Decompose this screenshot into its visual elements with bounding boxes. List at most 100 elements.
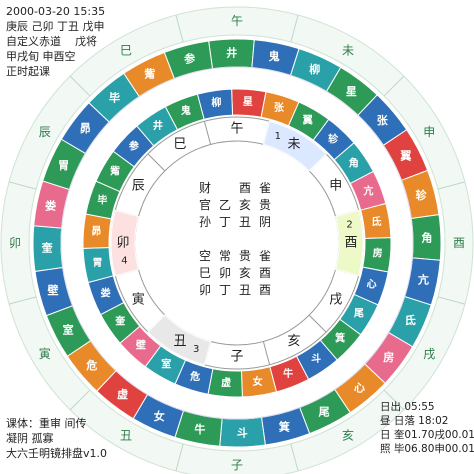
inner-mansion-label: 室 (161, 357, 171, 370)
center-grid-cell: 酉 (239, 181, 251, 195)
center-grid-cell: 官 (199, 197, 211, 212)
inner-mansion-label: 昴 (91, 225, 101, 238)
mansion-label: 氐 (405, 313, 416, 327)
rule: 正时起课 (6, 65, 50, 78)
sun-position: 日 奎01.70戌00.01 (380, 429, 474, 441)
ganzhi: 庚辰 己卯 丁丑 戊申 (6, 20, 105, 33)
branch-spoke (203, 121, 212, 145)
branch-spoke (308, 314, 327, 333)
reflect-position: 照 毕06.80申00.01 (380, 443, 474, 455)
inner-mansion-label: 亢 (363, 184, 373, 197)
inner-mansion-label: 轸 (328, 132, 339, 145)
outer-spoke (437, 181, 466, 190)
mansion-label: 斗 (237, 426, 248, 439)
mansion-label: 心 (354, 382, 365, 395)
center-grid-cell: 雀 (259, 181, 271, 195)
inner-mansion-label: 危 (190, 370, 200, 383)
branch-label: 午 (230, 122, 243, 137)
center-grid-cell: 贵 (259, 198, 271, 212)
center-grid-cell: 亥 (239, 266, 251, 280)
inner-mansion-label: 虚 (221, 376, 231, 389)
center-grid-cell: 乙 (219, 198, 231, 212)
footer-left: 课体：重审 间传 凝阴 孤寡 大六壬明镜排盘v1.0 (6, 416, 107, 461)
mansion-label: 室 (63, 323, 74, 337)
outer-spoke (69, 75, 91, 97)
inner-mansion-label: 壁 (136, 339, 146, 352)
branch-mark: 3 (193, 344, 199, 355)
branch-label: 酉 (344, 236, 357, 251)
mansion-label: 娄 (45, 198, 56, 212)
center-grid-cell: 酉 (259, 266, 271, 280)
inner-mansion-segment (196, 88, 234, 120)
mansion-label: 壁 (47, 283, 58, 297)
sunset: 日落 18:02 (393, 415, 449, 427)
inner-mansion-label: 翼 (302, 115, 313, 127)
branch-highlight (262, 120, 327, 172)
outer-branch-label: 子 (231, 458, 243, 472)
branch-spoke (262, 341, 271, 365)
outer-spoke (8, 296, 37, 305)
mansion-label: 女 (154, 409, 165, 423)
app-version: 大六壬明镜排盘v1.0 (6, 447, 108, 460)
inner-mansion-label: 心 (367, 278, 377, 290)
inner-mansion-label: 柳 (211, 96, 221, 109)
center-grid-cell: 孙 (199, 215, 211, 229)
inner-mansion-label: 箕 (334, 332, 345, 345)
inner-mansion-label: 牛 (283, 367, 293, 380)
branch-label: 申 (329, 179, 342, 194)
mansion-label: 胃 (58, 159, 69, 172)
mansion-label: 虚 (117, 387, 128, 401)
branch-mark: 2 (346, 220, 352, 231)
outer-spoke (437, 296, 466, 305)
outer-branch-label: 未 (342, 44, 354, 58)
mansion-label: 鬼 (269, 49, 280, 63)
mansion-label: 危 (85, 358, 97, 372)
inner-mansion-label: 娄 (101, 287, 111, 300)
mansion-label: 尾 (318, 405, 330, 418)
mansion-label: 亢 (418, 273, 429, 287)
sunrise: 日出 05:55 (380, 401, 435, 413)
mansion-label: 柳 (309, 62, 320, 76)
branch-label: 戌 (329, 293, 342, 308)
center-grid-cell: 阴 (259, 215, 271, 229)
ke-ti-2: 凝阴 孤寡 (6, 432, 54, 445)
outer-spoke (290, 14, 299, 43)
mansion-label: 觜 (144, 67, 155, 81)
center-grid-cell: 丑 (239, 215, 251, 229)
ke-ti: 课体：重审 间传 (6, 417, 87, 430)
center-grid-cell: 丁 (219, 283, 231, 297)
outer-branch-label: 酉 (453, 236, 465, 250)
center-grid-cell: 卯 (219, 266, 231, 280)
branch-label: 未 (287, 137, 300, 152)
center-grid-cell: 贵 (239, 249, 251, 263)
mansion-label: 翼 (399, 149, 411, 162)
outer-spoke (290, 443, 299, 472)
center-grid-cell: 酉 (259, 283, 271, 297)
mansion-label: 轸 (416, 188, 428, 202)
outer-branch-label: 巳 (120, 44, 132, 58)
header-info: 2000-03-20 15:35 庚辰 己卯 丁丑 戊申 自定义赤道 戊将 甲戌… (6, 4, 105, 79)
outer-branch-label: 戌 (423, 347, 435, 361)
mansion-label: 张 (377, 113, 389, 127)
datetime: 2000-03-20 15:35 (6, 5, 106, 18)
outer-branch-label: 寅 (39, 346, 51, 361)
inner-mansion-label: 毕 (97, 194, 107, 207)
inner-mansion-label: 房 (373, 246, 383, 259)
inner-mansion-label: 鬼 (181, 104, 191, 117)
branch-label: 亥 (287, 334, 300, 349)
inner-mansion-label: 角 (349, 156, 359, 169)
mansion-label: 星 (346, 85, 357, 98)
center-grid-cell: 空 (199, 249, 211, 263)
mansion-label: 奎 (41, 241, 54, 255)
mansion-label: 毕 (109, 90, 120, 104)
mansion-label: 井 (226, 46, 237, 60)
inner-mansion-label: 氐 (371, 215, 381, 228)
mansion-label: 箕 (278, 420, 290, 434)
mansion-label: 牛 (194, 422, 205, 436)
outer-branch-label: 午 (231, 14, 243, 28)
mansion-label: 参 (184, 51, 196, 65)
center-grid-cell: 巳 (199, 266, 211, 280)
mode: 自定义赤道 (6, 35, 61, 48)
center-grid-cell: 卯 (199, 283, 211, 297)
sunset-prefix: 昼 (380, 415, 391, 427)
